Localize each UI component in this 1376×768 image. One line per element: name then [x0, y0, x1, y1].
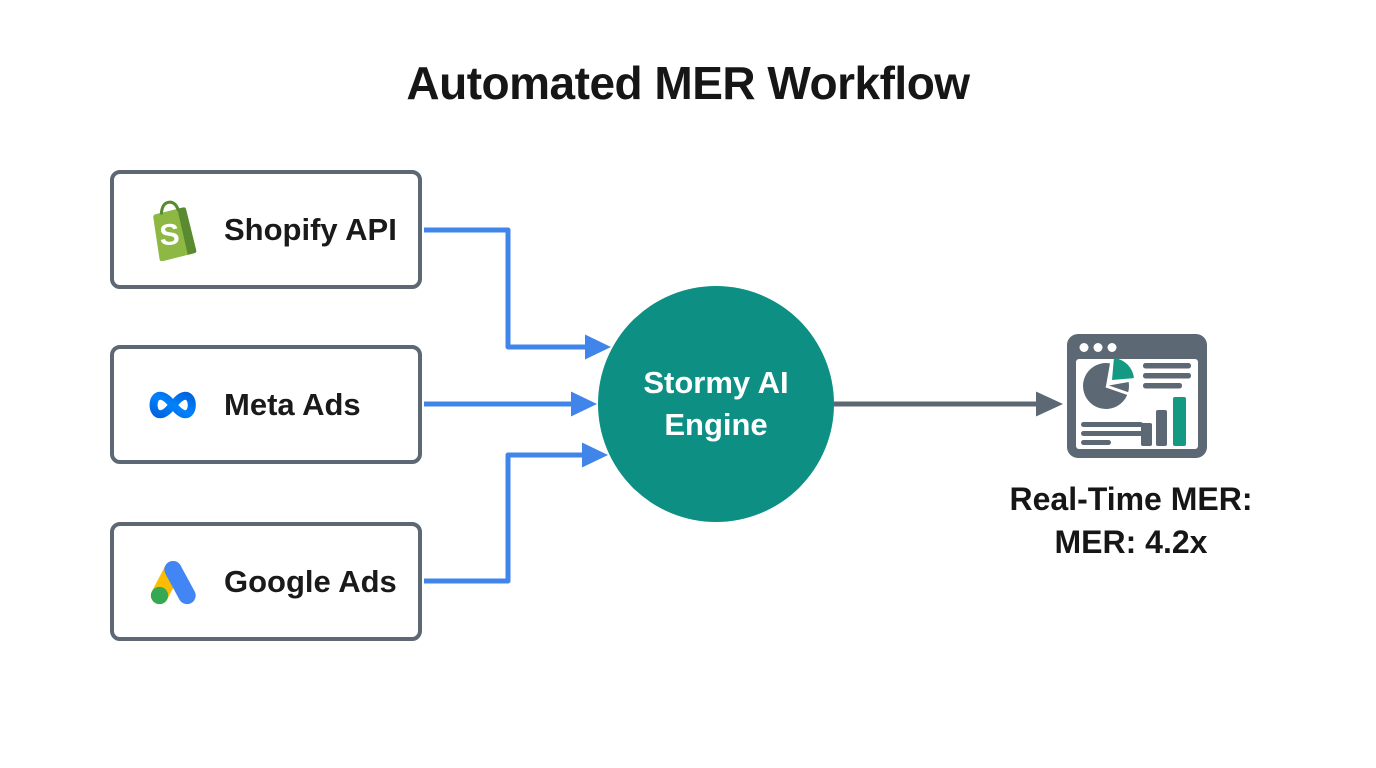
shopify-s-letter: S — [158, 218, 180, 252]
pie-chart-glyph — [1083, 358, 1134, 409]
caption-line1: Real-Time MER: — [1009, 481, 1253, 517]
meta-to-engine-arrow — [424, 391, 597, 417]
google-ads-icon — [144, 557, 202, 607]
caption-line2: MER: 4.2x — [1054, 524, 1208, 560]
shopify-to-engine-arrow — [424, 227, 611, 360]
text-lines-glyph — [1081, 363, 1191, 445]
engine-node: Stormy AI Engine — [598, 286, 834, 522]
bar-chart-glyph — [1141, 397, 1186, 446]
dashboard-report-icon — [1067, 334, 1207, 458]
source-node-meta: Meta Ads — [110, 345, 422, 464]
source-label-meta: Meta Ads — [224, 386, 361, 422]
source-node-shopify: S Shopify API — [110, 170, 422, 289]
source-node-google: Google Ads — [110, 522, 422, 641]
page-title: Automated MER Workflow — [406, 57, 970, 109]
google-to-engine-arrow — [424, 442, 608, 584]
output-caption: Real-Time MER: MER: 4.2x — [1009, 478, 1252, 564]
source-label-shopify: Shopify API — [224, 211, 397, 247]
engine-to-output-arrow — [834, 391, 1063, 417]
source-label-google: Google Ads — [224, 563, 397, 599]
meta-infinity-icon — [144, 386, 202, 424]
engine-label: Stormy AI Engine — [643, 365, 789, 442]
shopify-bag-icon: S — [144, 199, 202, 261]
